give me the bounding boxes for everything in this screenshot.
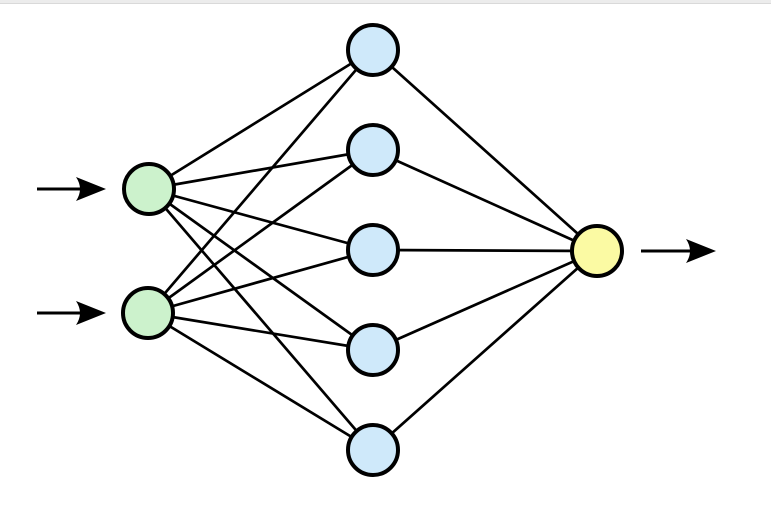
input-node-i2 bbox=[121, 286, 175, 340]
edge-i2-h3 bbox=[147, 248, 374, 315]
edge-h3-o1 bbox=[372, 248, 598, 253]
edge-i2-h2 bbox=[147, 148, 374, 315]
edge-i2-h1 bbox=[146, 49, 375, 314]
edge-h2-o1 bbox=[372, 148, 598, 253]
hidden-node-h3 bbox=[346, 223, 400, 277]
edge-h4-o1 bbox=[372, 249, 598, 352]
hidden-node-h5 bbox=[346, 423, 400, 477]
output-arrow-head bbox=[686, 239, 716, 263]
window-top-edge bbox=[0, 0, 771, 4]
edge-i1-h5 bbox=[147, 188, 375, 451]
edge-i2-h4 bbox=[147, 311, 374, 352]
edge-i2-h5 bbox=[147, 311, 374, 452]
input-node-i1 bbox=[122, 162, 176, 216]
input-arrow-2-head bbox=[76, 301, 106, 325]
hidden-node-h1 bbox=[346, 23, 400, 77]
output-node-o1 bbox=[570, 224, 624, 278]
edge-i1-h3 bbox=[148, 187, 374, 252]
edge-i1-h1 bbox=[148, 48, 374, 191]
input-arrow-1-head bbox=[76, 177, 106, 201]
hidden-node-h4 bbox=[346, 323, 400, 377]
edge-i1-h4 bbox=[148, 187, 374, 352]
edge-i1-h2 bbox=[148, 148, 374, 191]
hidden-node-h2 bbox=[346, 123, 400, 177]
edge-h1-o1 bbox=[372, 48, 598, 253]
edge-h5-o1 bbox=[372, 249, 598, 452]
